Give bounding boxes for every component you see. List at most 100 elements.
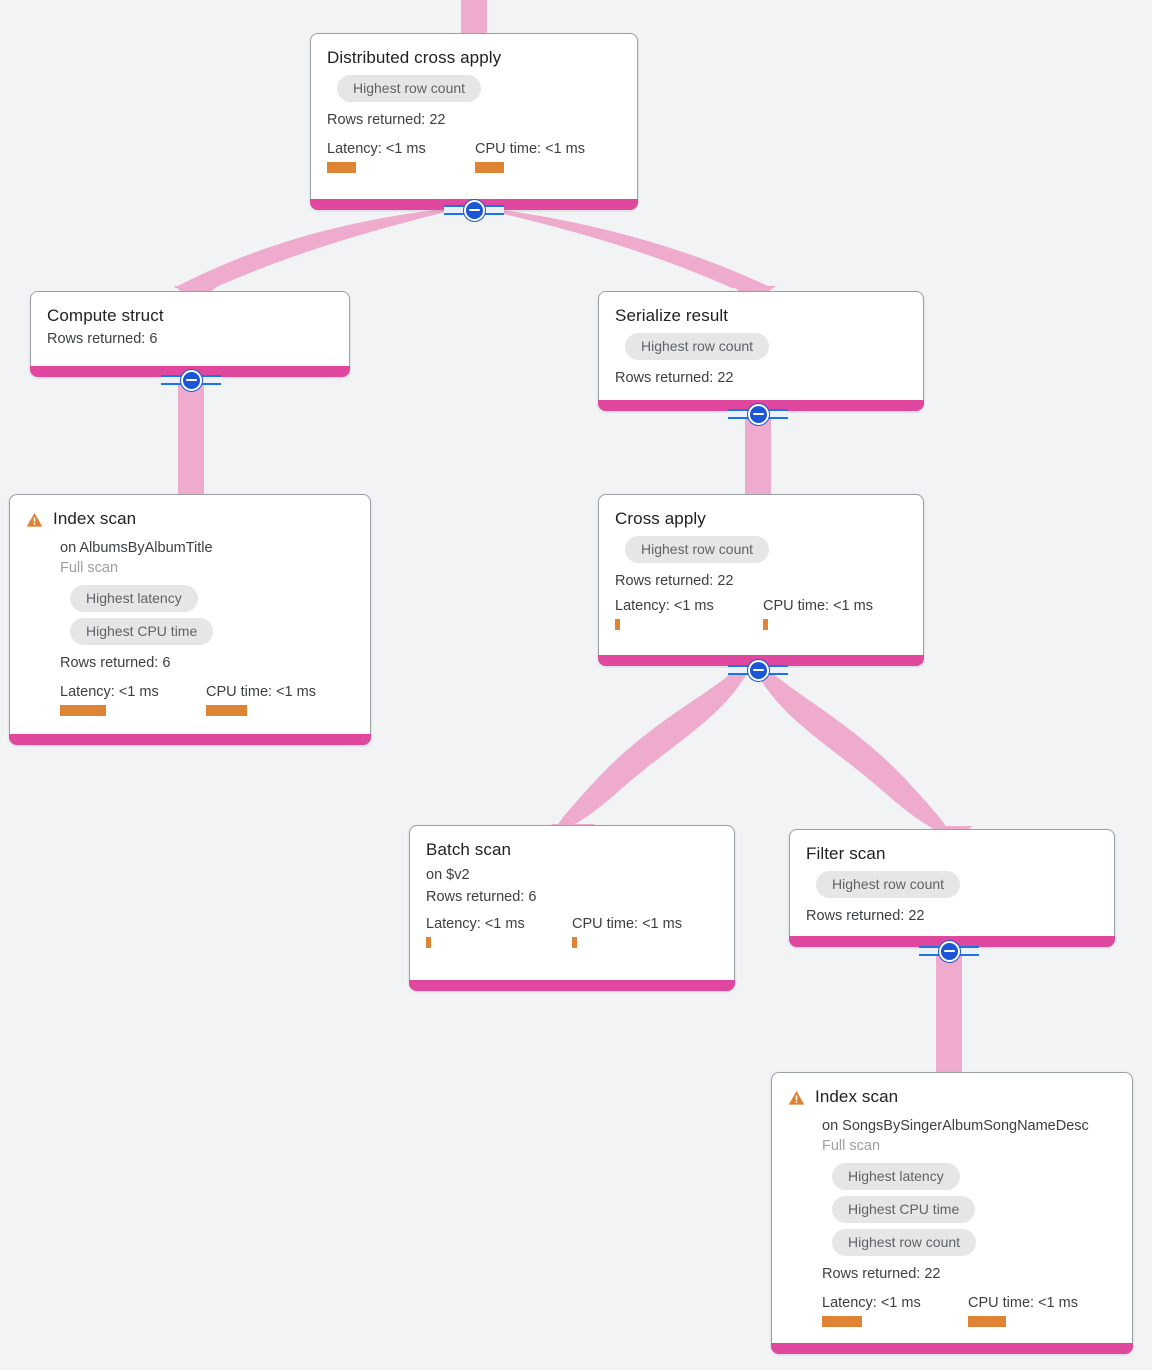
node-body: Highest row count Rows returned: 22 Late… [615, 533, 907, 630]
node-accent-bar [409, 980, 735, 991]
latency-metric: Latency: <1 ms [822, 1294, 968, 1327]
plan-node-cross-apply[interactable]: Cross apply Highest row count Rows retur… [598, 494, 924, 666]
node-header: Cross apply [615, 509, 907, 529]
cpu-bar [572, 937, 577, 948]
collapse-toggle-cross-apply[interactable] [728, 659, 788, 681]
badge-highest-latency[interactable]: Highest latency [832, 1163, 960, 1190]
cpu-bar [206, 705, 247, 716]
latency-metric: Latency: <1 ms [615, 597, 763, 630]
edge-serialize-to-cross [745, 417, 771, 497]
rows-returned: Rows returned: 6 [426, 889, 537, 905]
node-metrics: Latency: <1 ms CPU time: <1 ms [60, 683, 354, 716]
edge-filter-to-indexsongs [936, 952, 962, 1072]
latency-label: Latency: <1 ms [426, 916, 525, 932]
badge-highest-row-count[interactable]: Highest row count [625, 333, 770, 360]
node-header: Distributed cross apply [327, 48, 621, 68]
node-body: Highest row count Rows returned: 22 [806, 868, 1098, 926]
badge-highest-row-count[interactable]: Highest row count [816, 871, 961, 898]
rows-returned: Rows returned: 6 [60, 655, 171, 671]
collapse-minus-icon[interactable] [463, 199, 485, 221]
badge-highest-row-count[interactable]: Highest row count [337, 75, 482, 102]
badge-highest-row-count[interactable]: Highest row count [625, 536, 770, 563]
latency-metric: Latency: <1 ms [426, 915, 572, 948]
rows-returned: Rows returned: 22 [615, 573, 734, 589]
collapse-minus-icon[interactable] [938, 940, 960, 962]
cpu-metric: CPU time: <1 ms [763, 597, 873, 630]
node-title: Index scan [53, 509, 137, 528]
collapse-toggle-compute-struct[interactable] [161, 369, 221, 391]
plan-node-filter-scan[interactable]: Filter scan Highest row count Rows retur… [789, 829, 1115, 947]
collapse-toggle-distributed-cross-apply[interactable] [444, 199, 504, 221]
edge-distributed-to-compute [174, 208, 462, 288]
cpu-bar [763, 619, 768, 630]
plan-node-index-scan-albums[interactable]: Index scan on AlbumsByAlbumTitle Full sc… [9, 494, 371, 745]
rows-returned: Rows returned: 22 [806, 908, 925, 924]
collapse-minus-icon[interactable] [747, 659, 769, 681]
cpu-metric: CPU time: <1 ms [475, 140, 585, 173]
badge-highest-cpu-time[interactable]: Highest CPU time [70, 618, 214, 645]
badge-highest-cpu-time[interactable]: Highest CPU time [832, 1196, 976, 1223]
edge-compute-to-index [178, 383, 204, 497]
latency-label: Latency: <1 ms [327, 141, 426, 157]
latency-metric: Latency: <1 ms [327, 140, 475, 173]
node-header: Index scan [26, 509, 354, 533]
node-title: Serialize result [615, 306, 729, 325]
collapse-minus-icon[interactable] [180, 369, 202, 391]
node-header: Index scan [788, 1087, 1116, 1111]
node-badges: Highest row count [615, 330, 907, 363]
node-accent-bar [9, 734, 371, 745]
latency-label: Latency: <1 ms [615, 598, 714, 614]
rows-returned: Rows returned: 22 [822, 1266, 941, 1282]
node-scan-type: Full scan [822, 1138, 881, 1154]
edge-distributed-to-serialize [478, 208, 772, 288]
latency-bar [822, 1316, 862, 1327]
node-badges: Highest row count [806, 868, 1098, 901]
node-subtitle: on $v2 [426, 867, 470, 883]
node-badges: Highest latency Highest CPU time Highest… [822, 1160, 1116, 1259]
node-subtitle: on AlbumsByAlbumTitle [60, 540, 213, 556]
node-title: Batch scan [426, 840, 512, 859]
node-header: Serialize result [615, 306, 907, 326]
node-subtitle: on SongsBySingerAlbumSongNameDesc [822, 1118, 1089, 1134]
latency-bar [426, 937, 431, 948]
node-accent-bar [771, 1343, 1133, 1354]
latency-bar [615, 619, 620, 630]
plan-node-serialize-result[interactable]: Serialize result Highest row count Rows … [598, 291, 924, 411]
plan-node-distributed-cross-apply[interactable]: Distributed cross apply Highest row coun… [310, 33, 638, 210]
node-badges: Highest row count [327, 72, 621, 105]
cpu-label: CPU time: <1 ms [475, 141, 585, 157]
edge-cross-to-batch [556, 668, 748, 828]
latency-label: Latency: <1 ms [822, 1295, 921, 1311]
node-title: Index scan [815, 1087, 899, 1106]
node-title: Cross apply [615, 509, 706, 528]
rows-returned: Rows returned: 22 [327, 112, 446, 128]
cpu-metric: CPU time: <1 ms [968, 1294, 1078, 1327]
plan-node-batch-scan[interactable]: Batch scan on $v2 Rows returned: 6 Laten… [409, 825, 735, 991]
warning-triangle-icon [788, 1090, 805, 1111]
warning-triangle-icon [26, 512, 43, 533]
node-metrics: Latency: <1 ms CPU time: <1 ms [822, 1294, 1116, 1327]
latency-label: Latency: <1 ms [60, 684, 159, 700]
node-metrics: Latency: <1 ms CPU time: <1 ms [426, 915, 718, 948]
node-header: Batch scan [426, 840, 718, 860]
node-body: Highest row count Rows returned: 22 Late… [327, 72, 621, 173]
cpu-metric: CPU time: <1 ms [206, 683, 316, 716]
collapse-toggle-serialize-result[interactable] [728, 403, 788, 425]
cpu-label: CPU time: <1 ms [968, 1295, 1078, 1311]
collapse-toggle-filter-scan[interactable] [919, 940, 979, 962]
plan-node-compute-struct[interactable]: Compute struct Rows returned: 6 [30, 291, 350, 377]
badge-highest-latency[interactable]: Highest latency [70, 585, 198, 612]
collapse-minus-icon[interactable] [747, 403, 769, 425]
rows-returned: Rows returned: 6 [47, 331, 158, 347]
node-body: Rows returned: 6 [47, 330, 333, 349]
node-metrics: Latency: <1 ms CPU time: <1 ms [327, 140, 621, 173]
plan-node-index-scan-songs[interactable]: Index scan on SongsBySingerAlbumSongName… [771, 1072, 1133, 1354]
cpu-label: CPU time: <1 ms [572, 916, 682, 932]
cpu-metric: CPU time: <1 ms [572, 915, 682, 948]
node-body: on SongsBySingerAlbumSongNameDesc Full s… [788, 1116, 1116, 1327]
badge-highest-row-count[interactable]: Highest row count [832, 1229, 977, 1256]
latency-bar [60, 705, 106, 716]
node-header: Filter scan [806, 844, 1098, 864]
node-body: on $v2 Rows returned: 6 Latency: <1 ms C… [426, 865, 718, 948]
